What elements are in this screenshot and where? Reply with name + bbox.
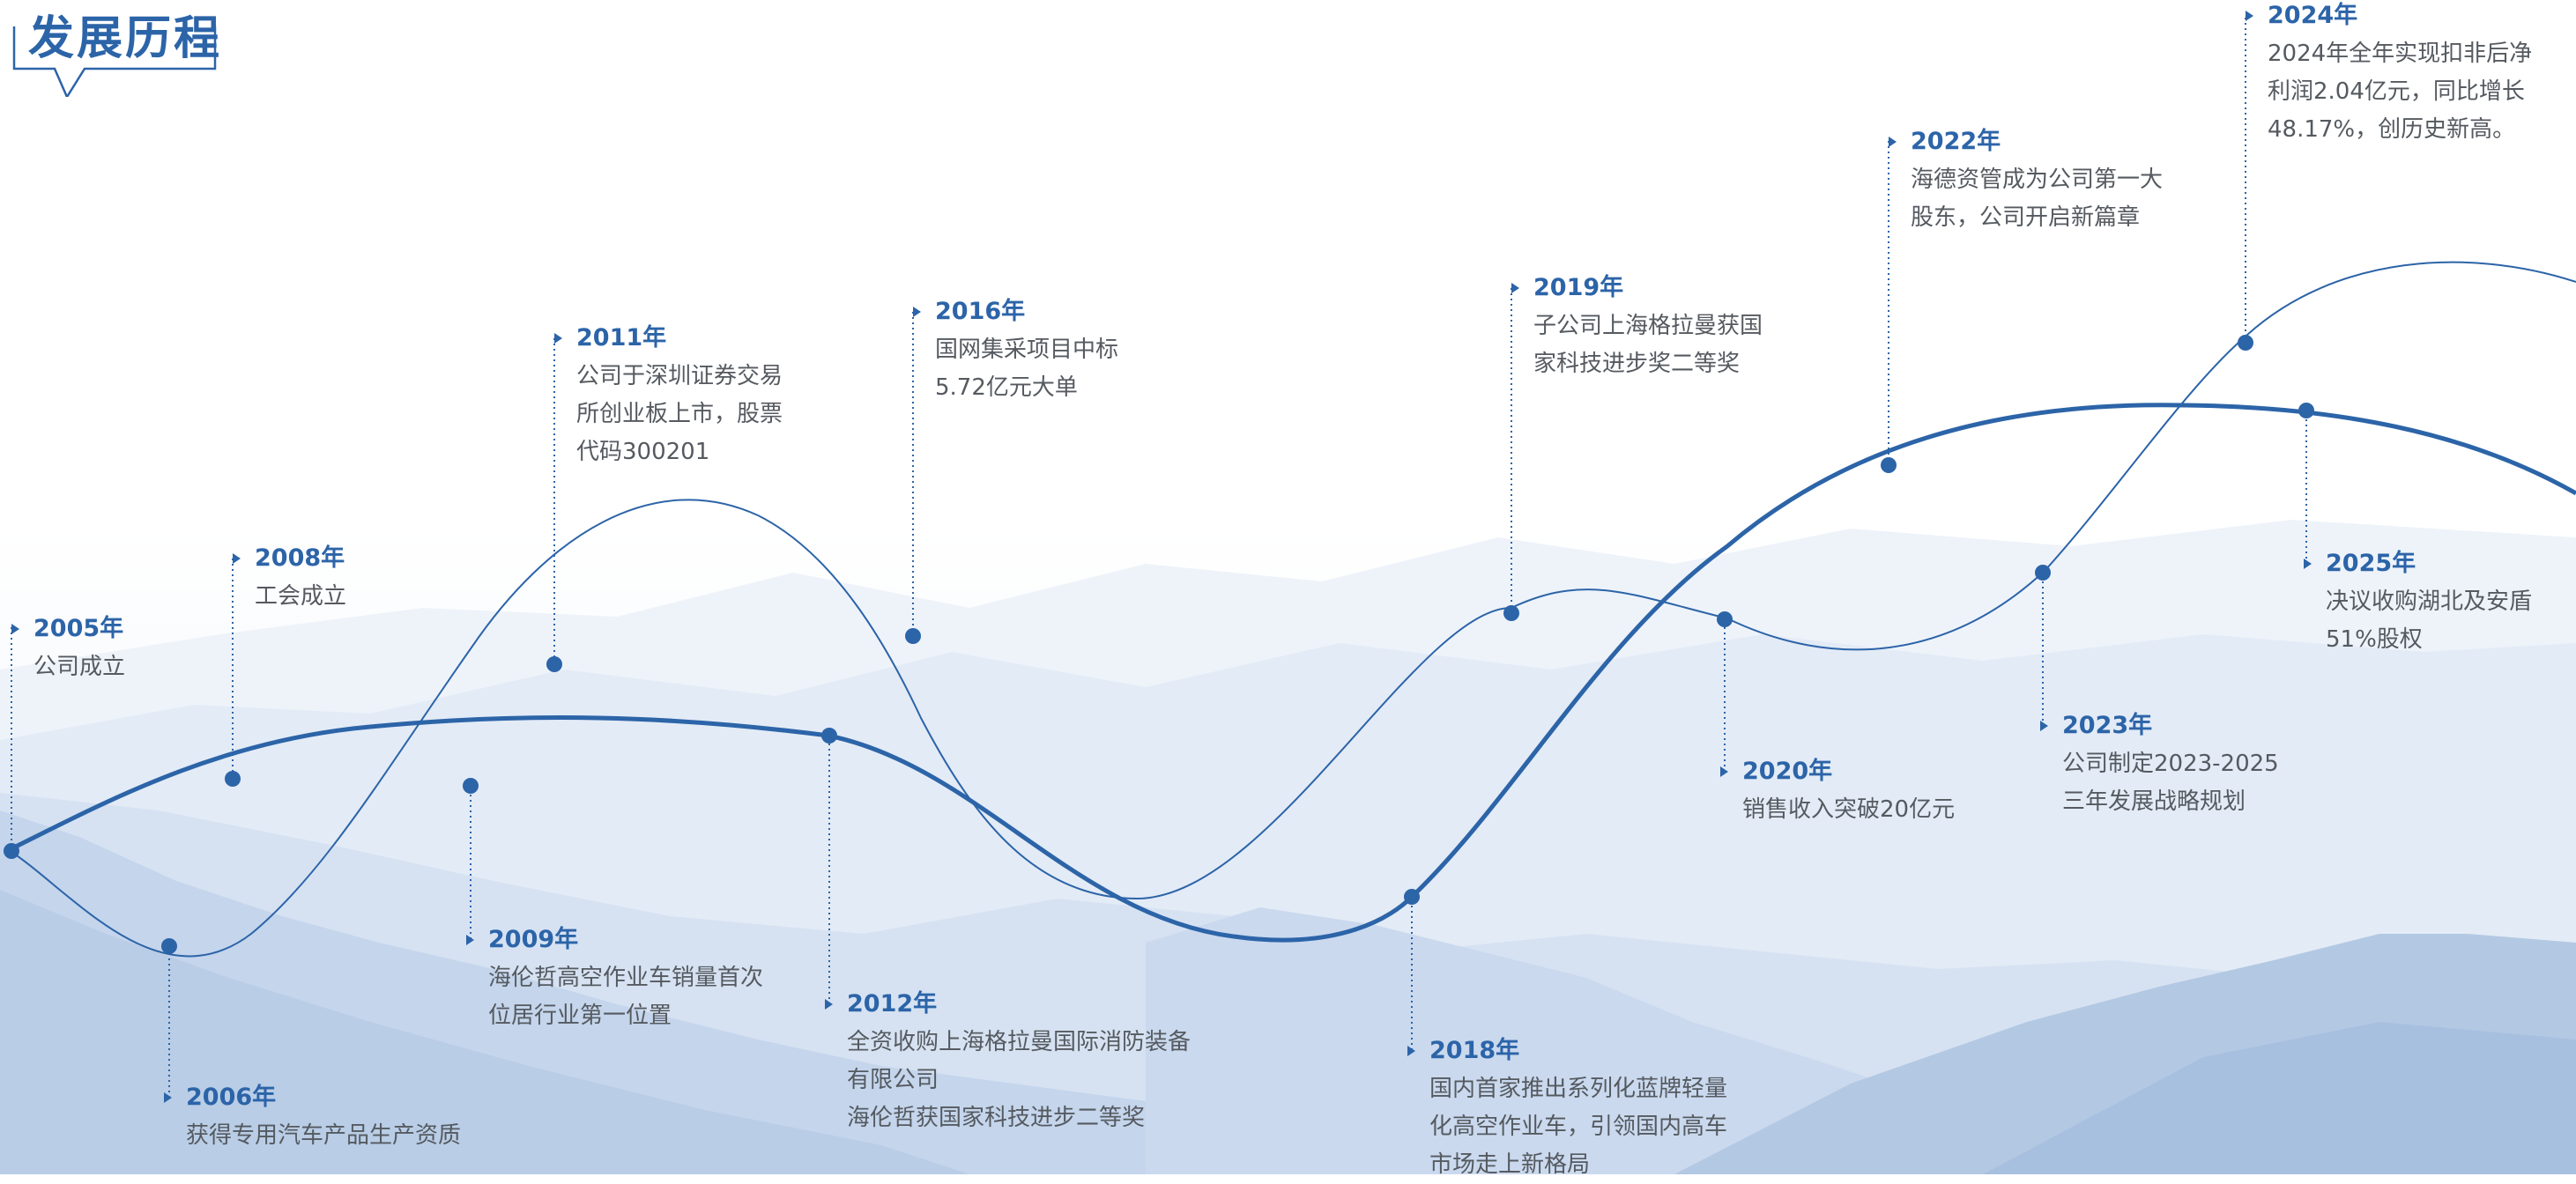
milestone-description-line: 48.17%，创历史新高。 (2268, 116, 2516, 143)
milestone-description-line: 国内首家推出系列化蓝牌轻量 (1429, 1076, 1728, 1102)
milestone-description: 公司成立 (33, 648, 125, 686)
leader-lines (11, 18, 2307, 1098)
milestone-description: 全资收购上海格拉曼国际消防装备有限公司海伦哲获国家科技进步二等奖 (847, 1024, 1191, 1137)
milestone-label: 2018年国内首家推出系列化蓝牌轻量化高空作业车，引领国内高车市场走上新格局 (1407, 1035, 1727, 1184)
milestone-description-line: 51%股权 (2326, 626, 2423, 653)
milestone-year: 2011年 (553, 322, 783, 354)
milestone-description: 工会成立 (255, 578, 346, 616)
milestone-year: 2025年 (2303, 548, 2532, 580)
milestone-description-line: 获得专用汽车产品生产资质 (186, 1122, 462, 1149)
milestone-node (225, 771, 241, 787)
thin-growth-curve (8, 261, 2576, 958)
milestone-node (546, 656, 562, 672)
milestone-description-line: 销售收入突破20亿元 (1742, 796, 1956, 823)
milestone-label: 2009年海伦哲高空作业车销量首次位居行业第一位置 (465, 924, 763, 1035)
title-bracket (12, 26, 217, 97)
milestone-description-line: 代码300201 (576, 439, 710, 465)
milestone-description: 子公司上海格拉曼获国家科技进步奖二等奖 (1533, 307, 1763, 383)
thick-growth-curve (7, 403, 2576, 943)
milestone-description-line: 国网集采项目中标 (935, 337, 1119, 363)
milestone-description: 获得专用汽车产品生产资质 (186, 1117, 461, 1155)
milestone-node (1717, 611, 1733, 627)
milestone-description: 销售收入突破20亿元 (1742, 791, 1955, 829)
milestone-description: 决议收购湖北及安盾 51%股权 (2326, 583, 2532, 659)
milestone-year: 2020年 (1719, 756, 1955, 788)
milestone-year: 2023年 (2040, 710, 2279, 742)
milestone-description-line: 股东，公司开启新篇章 (1911, 204, 2141, 231)
milestone-year: 2009年 (465, 924, 763, 956)
milestone-description: 公司制定2023-2025 三年发展战略规划 (2062, 745, 2279, 821)
milestone-year: 2008年 (232, 543, 346, 574)
milestone-description-line: 位居行业第一位置 (488, 1003, 672, 1029)
milestone-description: 公司于深圳证券交易所创业板上市，股票代码300201 (576, 358, 783, 471)
milestone-label: 2006年获得专用汽车产品生产资质 (163, 1082, 461, 1155)
milestone-label: 2022年海德资管成为公司第一大股东，公司开启新篇章 (1888, 126, 2163, 237)
milestone-description: 海德资管成为公司第一大股东，公司开启新篇章 (1911, 161, 2163, 237)
milestone-description-line: 三年发展战略规划 (2062, 788, 2246, 815)
milestone-label: 2016年国网集采项目中标 5.72亿元大单 (912, 296, 1118, 407)
milestone-node (463, 778, 479, 794)
milestone-description-line: 海伦哲获国家科技进步二等奖 (847, 1105, 1146, 1131)
milestone-description-line: 有限公司 (847, 1067, 939, 1093)
milestone-description-line: 5.72亿元大单 (935, 374, 1078, 401)
milestone-description-line: 子公司上海格拉曼获国 (1533, 313, 1763, 339)
milestone-node (821, 728, 837, 744)
milestone-description-line: 决议收购湖北及安盾 (2326, 588, 2533, 615)
milestone-description-line: 化高空作业车，引领国内高车 (1429, 1114, 1728, 1140)
milestone-year: 2012年 (824, 988, 1191, 1020)
milestone-year: 2024年 (2245, 0, 2532, 32)
milestone-description: 2024年全年实现扣非后净利润2.04亿元，同比增长 48.17%，创历史新高。 (2268, 35, 2532, 149)
milestone-label: 2008年工会成立 (232, 543, 346, 616)
milestone-year: 2019年 (1511, 272, 1763, 304)
milestone-description-line: 家科技进步奖二等奖 (1533, 351, 1741, 377)
milestone-description-line: 2024年全年实现扣非后净 (2268, 41, 2533, 67)
milestone-label: 2019年子公司上海格拉曼获国家科技进步奖二等奖 (1511, 272, 1763, 383)
milestone-node (2298, 403, 2314, 418)
milestone-description: 国网集采项目中标 5.72亿元大单 (935, 331, 1118, 407)
milestone-label: 2011年公司于深圳证券交易所创业板上市，股票代码300201 (553, 322, 783, 471)
milestone-nodes (4, 335, 2314, 954)
milestone-node (1881, 457, 1897, 473)
milestone-description: 国内首家推出系列化蓝牌轻量化高空作业车，引领国内高车市场走上新格局 (1429, 1070, 1727, 1184)
milestone-description: 海伦哲高空作业车销量首次位居行业第一位置 (488, 959, 763, 1035)
page-title: 发展历程 (28, 12, 223, 65)
milestone-node (2238, 335, 2253, 351)
milestone-description-line: 公司制定2023-2025 (2062, 751, 2279, 777)
milestone-label: 2024年 2024年全年实现扣非后净利润2.04亿元，同比增长 48.17%，创历… (2245, 0, 2532, 149)
milestone-description-line: 利润2.04亿元，同比增长 (2268, 78, 2525, 105)
milestone-description-line: 所创业板上市，股票 (576, 401, 783, 427)
milestone-description-line: 市场走上新格局 (1429, 1151, 1591, 1178)
section-title: 发展历程 (11, 9, 222, 97)
milestone-year: 2006年 (163, 1082, 461, 1114)
milestone-year: 2005年 (11, 613, 125, 645)
milestone-label: 2023年公司制定2023-2025 三年发展战略规划 (2040, 710, 2279, 821)
milestone-year: 2016年 (912, 296, 1118, 328)
milestone-label: 2020年销售收入突破20亿元 (1719, 756, 1955, 829)
milestone-year: 2018年 (1407, 1035, 1727, 1067)
milestone-description-line: 全资收购上海格拉曼国际消防装备 (847, 1029, 1191, 1055)
milestone-year: 2022年 (1888, 126, 2163, 158)
milestone-node (161, 938, 177, 954)
milestone-node (1404, 889, 1420, 905)
milestone-description-line: 工会成立 (255, 583, 347, 610)
milestone-label: 2025年决议收购湖北及安盾 51%股权 (2303, 548, 2532, 659)
milestone-node (905, 628, 921, 644)
milestone-label: 2012年全资收购上海格拉曼国际消防装备有限公司海伦哲获国家科技进步二等奖 (824, 988, 1191, 1137)
milestone-description-line: 海德资管成为公司第一大 (1911, 166, 2164, 193)
milestone-node (2035, 565, 2051, 581)
milestone-description-line: 公司成立 (33, 654, 126, 680)
milestone-description-line: 公司于深圳证券交易 (576, 363, 783, 389)
milestone-node (1503, 605, 1519, 621)
milestone-label: 2005年公司成立 (11, 613, 125, 686)
milestone-description-line: 海伦哲高空作业车销量首次 (488, 965, 764, 991)
milestone-node (4, 843, 19, 859)
